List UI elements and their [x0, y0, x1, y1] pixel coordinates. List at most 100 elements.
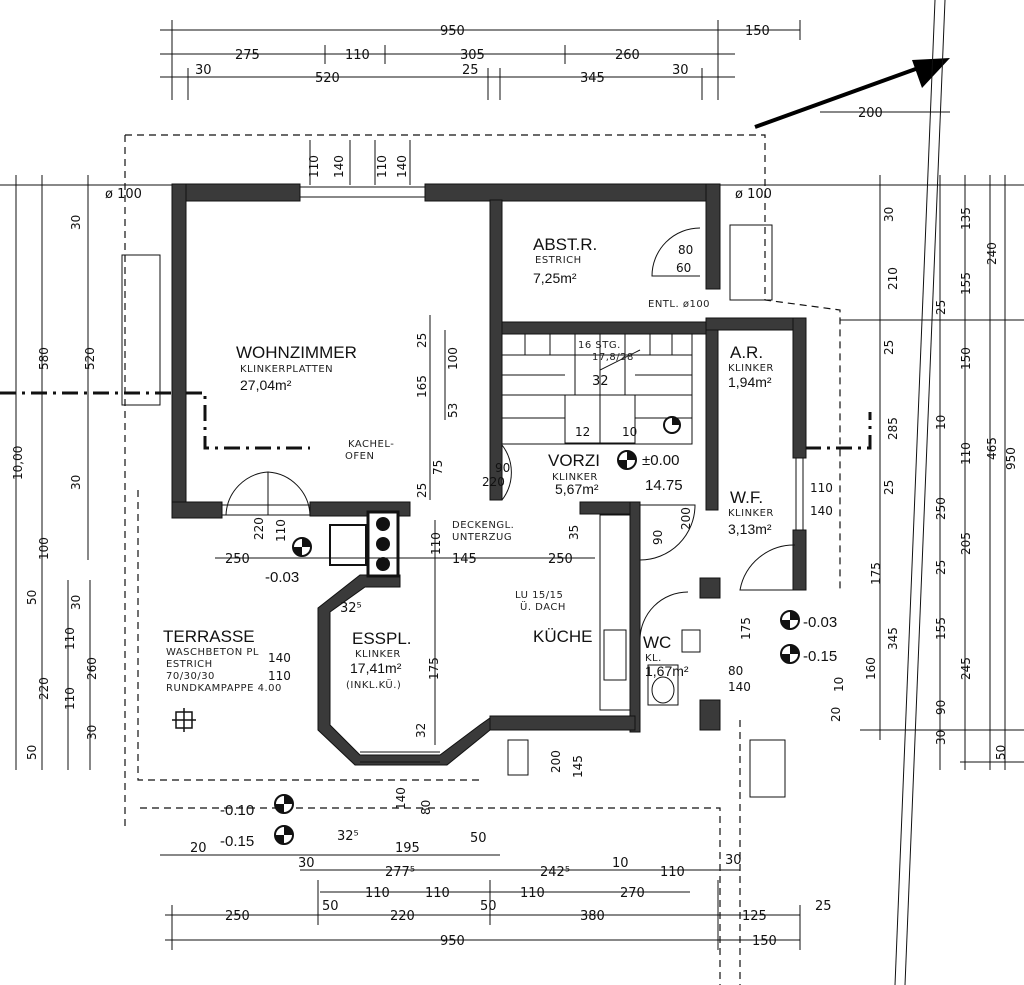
- dim-interior: 25: [415, 483, 429, 498]
- dim-left: 580: [37, 347, 51, 370]
- note-kachelofen: OFEN: [345, 451, 374, 462]
- room-name: TERRASSE: [163, 627, 255, 646]
- room-name: VORZI: [548, 451, 600, 470]
- dim-right: 175: [869, 562, 883, 585]
- level-height: 14.75: [645, 477, 683, 494]
- room-wc: WC KL. 1,67m²: [643, 633, 689, 679]
- room-ar: A.R. KLINKER 1,94m²: [728, 343, 773, 390]
- dim-interior: 90: [495, 461, 510, 475]
- dim-top-r3-3: 25: [462, 63, 479, 78]
- level-texts: ±0.00 14.75 -0.03 -0.03 -0.15 -0.10 -0.1…: [220, 452, 837, 850]
- level-vorzi: ±0.00: [642, 452, 679, 469]
- dim-left: 30: [85, 725, 99, 740]
- room-name: ABST.R.: [533, 235, 597, 254]
- dim-interior: 110: [810, 481, 833, 495]
- room-name: WOHNZIMMER: [236, 343, 357, 362]
- level-marker-icon: [617, 450, 637, 470]
- dim-interior: 75: [431, 460, 445, 475]
- dim-left: 100: [37, 537, 51, 560]
- dim-right: 30: [934, 730, 948, 745]
- dim-top-r2-4: 260: [615, 48, 640, 63]
- dim-bottom: 195: [395, 841, 420, 856]
- dim-bottom: 270: [620, 886, 645, 901]
- north-arrow: 200: [754, 58, 950, 129]
- note-deckengl: UNTERZUG: [452, 532, 512, 543]
- dim-right: 345: [886, 627, 900, 650]
- dim-interior: 80: [678, 243, 693, 257]
- room-esspl: ESSPL. KLINKER 17,41m² (INKL.KÜ.): [346, 629, 412, 691]
- level-marker-icon: [663, 416, 681, 434]
- dim-left: 50: [25, 745, 39, 760]
- chimney: [329, 510, 400, 578]
- dim-interior: 100: [446, 347, 460, 370]
- dim-interior: 35: [567, 525, 581, 540]
- room-floor: ESTRICH: [166, 659, 213, 670]
- dim-arrow: 200: [858, 106, 883, 121]
- level-bottom2: -0.15: [220, 833, 254, 850]
- note-deckengl: DECKENGL.: [452, 520, 514, 531]
- room-note: (INKL.KÜ.): [346, 678, 401, 691]
- room-name: WC: [643, 633, 671, 652]
- dim-bottom: 110: [425, 886, 450, 901]
- drain-icon: [172, 708, 196, 732]
- dim-interior: 140: [728, 680, 751, 694]
- interior-dimensions: 165 25 100 53 75 25 110 250 145 250 175 …: [215, 243, 833, 815]
- dim-right: 135: [959, 207, 973, 230]
- dim-window: 140: [332, 155, 346, 178]
- window-dims: 110 140 110 140: [307, 140, 411, 185]
- dim-bottom: 25: [815, 899, 832, 914]
- windows: [222, 186, 804, 763]
- dim-window: 110: [307, 155, 321, 178]
- dim-bottom-total: 950: [440, 934, 465, 949]
- dim-interior: 12: [575, 425, 590, 439]
- dim-right: 155: [959, 272, 973, 295]
- dim-right: 50: [994, 745, 1008, 760]
- dim-interior: 250: [548, 552, 573, 567]
- dim-right: 30: [882, 207, 896, 222]
- level-marker-icon: [274, 825, 294, 845]
- level-ext1: -0.03: [803, 614, 837, 631]
- dim-bottom: 30: [725, 853, 742, 868]
- dim-interior: 110: [268, 669, 291, 683]
- dim-right: 10: [934, 415, 948, 430]
- dim-bottom: 10: [612, 856, 629, 871]
- room-floor: WASCHBETON PL: [166, 647, 259, 658]
- room-area: 1,94m²: [728, 374, 772, 390]
- dim-right: 950: [1004, 447, 1018, 470]
- note-lu: LU 15/15: [515, 590, 563, 601]
- dim-interior: 200: [549, 750, 563, 773]
- dim-interior: 32: [592, 374, 609, 389]
- dim-bottom: 250: [225, 909, 250, 924]
- dim-bottom: 110: [660, 865, 685, 880]
- room-floor: KLINKER: [728, 508, 774, 519]
- dim-interior: 140: [810, 504, 833, 518]
- dim-bottom: 110: [365, 886, 390, 901]
- room-name: A.R.: [730, 343, 763, 362]
- level-marker-icon: [274, 794, 294, 814]
- dim-interior: 60: [676, 261, 691, 275]
- room-area: 27,04m²: [240, 377, 292, 393]
- dim-right: 240: [985, 242, 999, 265]
- dim-right: 160: [864, 657, 878, 680]
- dim-right: 25: [882, 480, 896, 495]
- dim-interior: 32: [414, 723, 428, 738]
- room-name: KÜCHE: [533, 627, 593, 646]
- dim-interior: 25: [415, 333, 429, 348]
- room-name: W.F.: [730, 488, 763, 507]
- room-floor: RUNDKAMPAPPE 4.00: [166, 683, 282, 694]
- room-area: 7,25m²: [533, 270, 577, 286]
- doors: [225, 227, 796, 641]
- dim-window: 140: [395, 155, 409, 178]
- dim-right: 110: [959, 442, 973, 465]
- dim-bottom: 20: [190, 841, 207, 856]
- level-ext2: -0.15: [803, 648, 837, 665]
- dim-right: 90: [934, 700, 948, 715]
- dim-top-right: 150: [745, 24, 770, 39]
- dim-right: 25: [934, 300, 948, 315]
- section-axis-left: [0, 391, 310, 450]
- dim-right: 210: [886, 267, 900, 290]
- note-stairs: 17,8/28: [592, 352, 634, 363]
- dim-interior: 110: [429, 532, 443, 555]
- dim-bottom: 110: [520, 886, 545, 901]
- dim-left: 110: [63, 687, 77, 710]
